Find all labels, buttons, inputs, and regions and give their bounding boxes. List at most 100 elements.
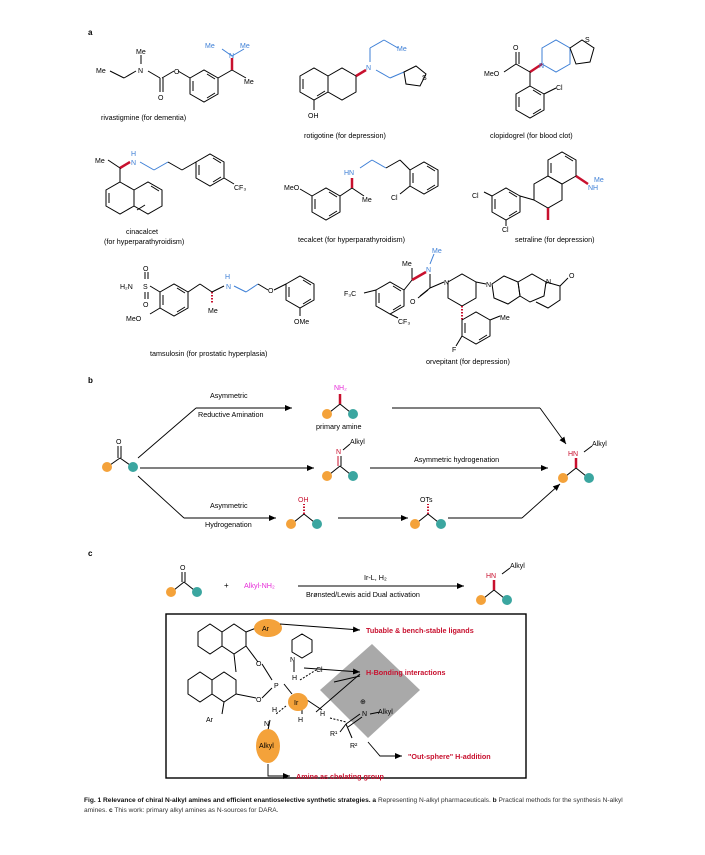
ts-alkyl: Alkyl — [259, 743, 274, 750]
ts-ir-blob — [288, 693, 308, 711]
step1-label-2: Reductive Amination — [198, 410, 264, 419]
riva-nme2-me2: Me — [240, 43, 250, 50]
rivastigmine-label: rivastigmine (for dementia) — [101, 113, 186, 122]
caption-c-text: This work: primary alkyl amines as N-sou… — [114, 806, 279, 814]
caption-b-text: Practical methods for the synthesis N-al… — [84, 797, 623, 814]
caption-a-text: Representing N-alkyl pharmaceuticals. — [377, 797, 491, 804]
clop-cl: Cl — [556, 85, 563, 92]
ts-ar1-blob — [254, 619, 282, 637]
clopidogrel-structure — [503, 39, 595, 119]
caption-title: Fig. 1 Relevance of chiral N-alkyl amine… — [84, 797, 371, 804]
tams-o2: O — [143, 302, 149, 309]
teca-me: Me — [362, 197, 372, 204]
panel-a-letter: a — [88, 28, 93, 37]
clop-n: N — [539, 63, 544, 70]
setr-cl1: Cl — [472, 193, 479, 200]
orve-f3c: F₃C — [344, 291, 356, 298]
orve-n: N — [426, 267, 431, 274]
clop-o: O — [513, 45, 519, 52]
tamsulosin-label: tamsulosin (for prostatic hyperplasia) — [150, 349, 267, 358]
caption-a-letter: a — [372, 797, 377, 804]
tams-s: S — [143, 284, 148, 291]
cina-cf3: CF₃ — [234, 185, 246, 192]
setraline-structure — [483, 151, 589, 226]
tams-ome: OMe — [294, 319, 309, 326]
ts-ir: Ir — [294, 700, 299, 707]
ts-iminium-bonds — [339, 711, 381, 739]
product-b-hn: HN — [568, 451, 578, 458]
orve-o2: O — [569, 273, 575, 280]
roti-n: N — [366, 65, 371, 72]
ts-o1: O — [256, 661, 262, 668]
ts-n3: N — [362, 711, 367, 718]
ts-binaphthyl — [187, 623, 259, 715]
figure-caption: Fig. 1 Relevance of chiral N-alkyl amine… — [84, 796, 644, 815]
orve-n2: N — [444, 280, 449, 287]
ts-r1: R¹ — [330, 731, 338, 738]
riva-o: O — [174, 69, 180, 76]
ts-label-hbond: H-Bonding interactions — [366, 668, 445, 677]
tams-h2n: H₂N — [120, 284, 133, 291]
panel-c-reagent: Alkyl-NH₂ — [244, 581, 275, 590]
primary-amine-label: primary amine — [316, 422, 362, 431]
step2-label: Asymmetric hydrogenation — [414, 455, 499, 464]
orve-n3: N — [486, 282, 491, 289]
imine-n: N — [336, 449, 341, 456]
tams-o1: O — [143, 266, 149, 273]
panel-c-conditions-2: Brønsted/Lewis acid Dual activation — [306, 590, 420, 599]
product-b-alkyl: Alkyl — [592, 441, 607, 448]
riva-nme2-me1: Me — [205, 43, 215, 50]
orvepitant-structure — [363, 253, 569, 347]
cina-n: N — [131, 160, 136, 167]
panel-c-ketone — [166, 572, 202, 597]
panel-c-o: O — [180, 565, 186, 572]
tams-n: N — [226, 284, 231, 291]
teca-meo: MeO — [284, 185, 300, 192]
alcohol-mol — [286, 504, 322, 529]
orve-cf3: CF₃ — [398, 319, 410, 326]
ts-box — [165, 613, 527, 779]
ketone-o: O — [116, 439, 122, 446]
cinacalcet-label-1: cinacalcet — [126, 227, 158, 236]
ts-label-arrows — [267, 623, 402, 779]
ts-alkyl-blob — [256, 729, 280, 763]
ts-n2: N — [264, 721, 269, 728]
tecalcet-label: tecalcet (for hyperparathyroidism) — [298, 235, 405, 244]
ts-n1: N — [290, 657, 295, 664]
panel-c-conditions-1: Ir-L, H₂ — [364, 573, 387, 582]
ts-label-ligands: Tubable & bench-stable ligands — [366, 626, 474, 635]
orve-o: O — [410, 299, 416, 306]
tams-h: H — [225, 274, 230, 281]
step3-label-1: Asymmetric — [210, 501, 248, 510]
tamsulosin-structure — [144, 272, 315, 317]
tams-o3: O — [268, 288, 274, 295]
clop-s: S — [585, 37, 590, 44]
ts-label-chelating: Amine as chelating group — [296, 772, 384, 781]
ts-h3: H — [320, 711, 325, 718]
teca-cl: Cl — [391, 195, 398, 202]
step1-label-1: Asymmetric — [210, 391, 248, 400]
ts-grey-region — [320, 644, 420, 738]
setraline-label: setraline (for depression) — [515, 235, 595, 244]
panel-c-product-alkyl: Alkyl — [510, 563, 525, 570]
ts-hn: H — [272, 707, 277, 714]
clop-meo: MeO — [484, 71, 500, 78]
setr-me: Me — [594, 177, 604, 184]
roti-me: Me — [397, 46, 407, 53]
cinacalcet-structure — [105, 153, 235, 215]
setr-cl2: Cl — [502, 227, 509, 234]
panel-c-product-hn: HN — [486, 573, 496, 580]
ts-r2: R² — [350, 743, 358, 750]
cinacalcet-label-2: (for hyperparathyroidism) — [104, 237, 184, 246]
riva-nme2-n: N — [229, 53, 234, 60]
tecalcet-structure — [299, 159, 439, 221]
alcohol-oh: OH — [298, 497, 309, 504]
ts-ar1: Ar — [262, 626, 270, 633]
setr-nh: NH — [588, 185, 598, 192]
tams-meo: MeO — [126, 316, 142, 323]
panel-b-letter: b — [88, 376, 93, 385]
step3-label-2: Hydrogenation — [205, 520, 252, 529]
ts-cl: Cl — [316, 667, 323, 674]
tosylate-mol — [410, 504, 446, 529]
riva-o2: O — [158, 95, 164, 102]
